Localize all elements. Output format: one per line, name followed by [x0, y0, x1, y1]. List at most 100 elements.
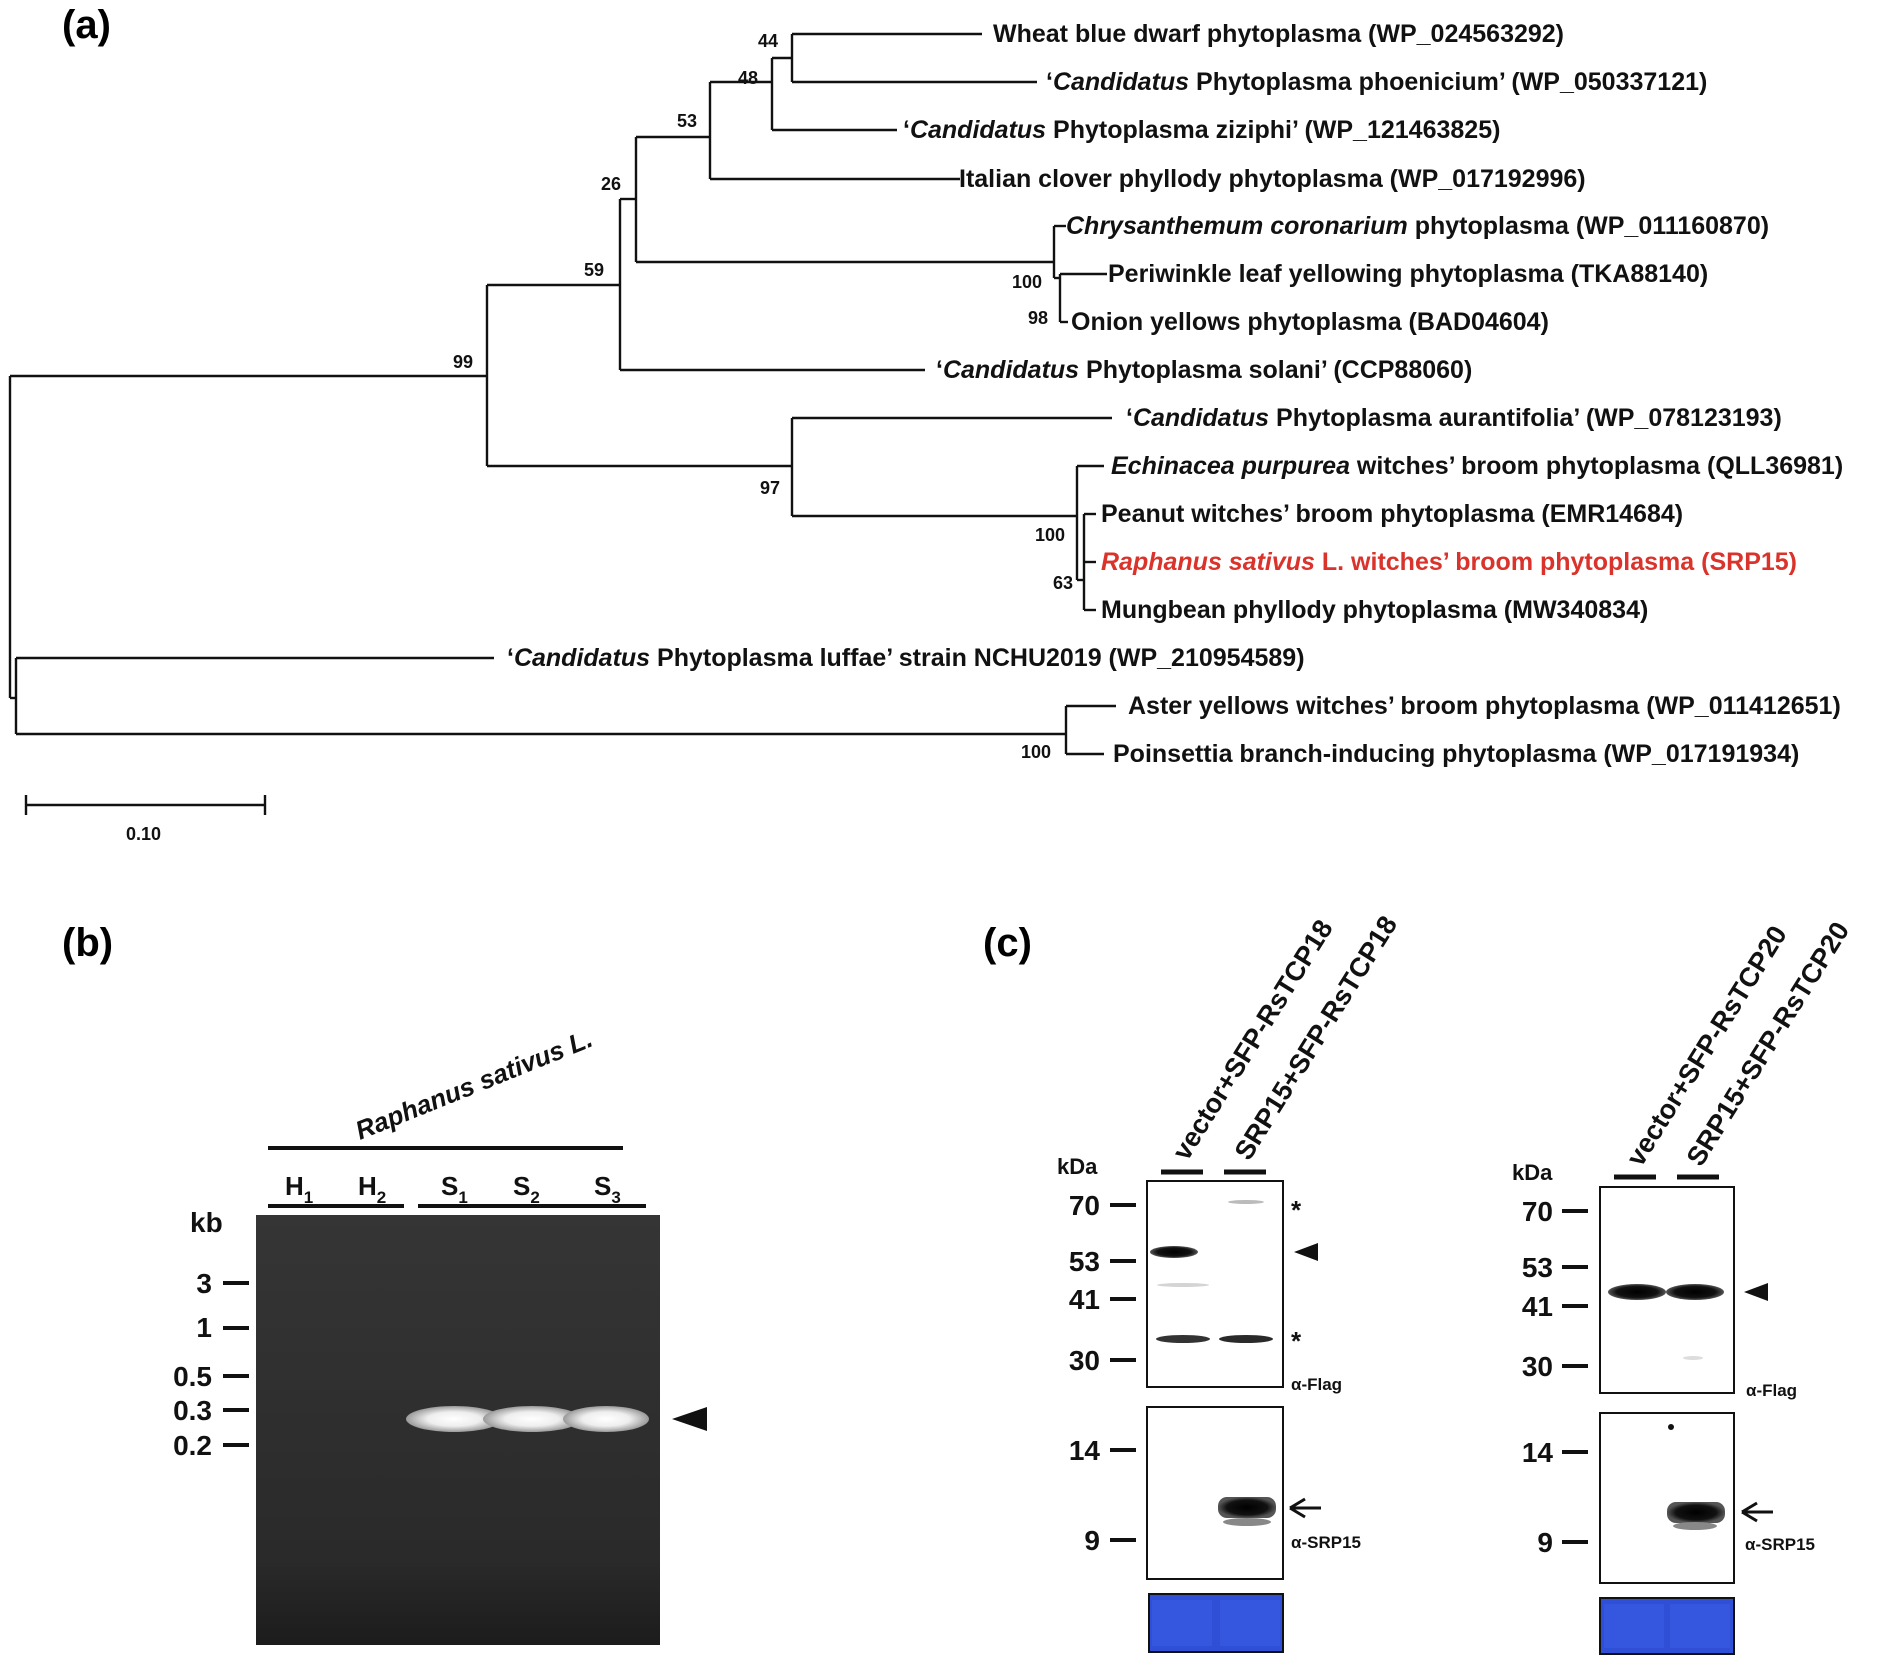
blot-marker-label: 9 — [1084, 1525, 1100, 1556]
blot-marker-label: 41 — [1069, 1284, 1100, 1315]
panel-c-label: (c) — [983, 921, 1032, 965]
antibody-label: α-Flag — [1291, 1375, 1342, 1394]
taxon-label-highlight: Raphanus sativus L. witches’ broom phyto… — [1101, 548, 1797, 576]
blot-marker-ticks — [1110, 1448, 1136, 1542]
bootstrap-value: 99 — [453, 352, 473, 372]
taxon-label: Peanut witches’ broom phytoplasma (EMR14… — [1101, 500, 1683, 528]
bootstrap-value: 63 — [1053, 573, 1073, 593]
taxon-label: Periwinkle leaf yellowing phytoplasma (T… — [1108, 260, 1708, 288]
size-markers: 3 1 0.5 0.3 0.2 — [173, 1268, 249, 1461]
loading-control-lane — [1152, 1600, 1212, 1646]
blot-marker-ticks — [1562, 1209, 1588, 1368]
bootstrap-value: 100 — [1021, 742, 1051, 762]
blot-faint-band — [1228, 1200, 1264, 1204]
lane-label: S2 — [513, 1171, 540, 1207]
blot-right: vector+SFP-RsTCP20 SRP15+SFP-RsTCP20 kDa… — [1512, 917, 1855, 1655]
blot-marker-label: 70 — [1522, 1196, 1553, 1227]
band-arrowhead-icon — [1294, 1243, 1318, 1261]
asterisk-marker: * — [1291, 1326, 1302, 1356]
taxon-label: Chrysanthemum coronarium phytoplasma (WP… — [1066, 212, 1769, 240]
taxon-label: ‘Candidatus Phytoplasma aurantifolia’ (W… — [1126, 404, 1782, 432]
blot-left: vector+SFP-RsTCP18 SRP15+SFP-RsTCP18 kDa… — [1057, 911, 1403, 1653]
size-marker-label: 0.2 — [173, 1430, 212, 1461]
taxon-labels: Wheat blue dwarf phytoplasma (WP_0245632… — [507, 20, 1843, 768]
antibody-label: α-SRP15 — [1291, 1533, 1361, 1552]
bootstrap-value: 98 — [1028, 308, 1048, 328]
loading-control-lane — [1220, 1600, 1280, 1646]
panel-c: (c) vector+SFP-RsTCP18 SRP15+SFP-RsTCP18… — [983, 911, 1855, 1655]
gel-band — [563, 1406, 649, 1432]
blot-marker-label: 53 — [1069, 1246, 1100, 1277]
blot-marker-label: 41 — [1522, 1291, 1553, 1322]
blot-marker-label: 53 — [1522, 1252, 1553, 1283]
bootstrap-value: 44 — [758, 31, 778, 51]
bootstrap-value: 97 — [760, 478, 780, 498]
gel-band — [483, 1406, 581, 1432]
taxon-label: ‘Candidatus Phytoplasma solani’ (CCP8806… — [936, 356, 1472, 384]
lane-labels: H1 H2 S1 S2 S3 — [285, 1171, 621, 1207]
size-marker-label: 0.5 — [173, 1361, 212, 1392]
bootstrap-values: 44 48 53 26 59 99 100 98 97 100 63 100 — [453, 31, 1073, 762]
lane-label: H2 — [358, 1171, 386, 1207]
taxon-label: Onion yellows phytoplasma (BAD04604) — [1071, 308, 1549, 336]
scale-bar: 0.10 — [24, 795, 267, 844]
blot-speck — [1668, 1424, 1674, 1430]
lane-label: S1 — [441, 1171, 468, 1207]
bootstrap-value: 26 — [601, 174, 621, 194]
scale-bar-line — [24, 795, 267, 815]
blot-band — [1156, 1335, 1210, 1343]
blot-marker-label: 30 — [1069, 1345, 1100, 1376]
loading-control-lane — [1604, 1604, 1664, 1648]
bootstrap-value: 100 — [1035, 525, 1065, 545]
panel-b: (b) Raphanus sativus L. H1 H2 S1 S2 S3 k… — [62, 921, 707, 1645]
taxon-label: ‘Candidatus Phytoplasma phoenicium’ (WP_… — [1046, 68, 1707, 96]
taxon-label: Italian clover phyllody phytoplasma (WP_… — [959, 165, 1586, 193]
blot-band — [1150, 1246, 1198, 1258]
taxon-label: ‘Candidatus Phytoplasma luffae’ strain N… — [507, 644, 1305, 672]
taxon-label: Mungbean phyllody phytoplasma (MW340834) — [1101, 596, 1648, 624]
panel-a: (a) — [8, 3, 1843, 844]
lane-label: H1 — [285, 1171, 313, 1207]
loading-control-lane — [1670, 1604, 1730, 1648]
taxon-label: Wheat blue dwarf phytoplasma (WP_0245632… — [993, 20, 1564, 48]
blot-marker-label: 14 — [1069, 1435, 1101, 1466]
blot-marker-ticks — [1562, 1450, 1588, 1544]
lane-label: S3 — [594, 1171, 621, 1207]
band-arrowhead-icon — [672, 1407, 707, 1431]
band-arrowhead-icon — [1744, 1283, 1768, 1301]
panel-a-label: (a) — [62, 3, 111, 47]
blot-unit-label: kDa — [1512, 1160, 1553, 1185]
size-marker-label: 3 — [196, 1268, 212, 1299]
blot-band-smear — [1223, 1518, 1271, 1526]
species-label: Raphanus sativus L. — [351, 1023, 597, 1146]
blot-marker-label: 70 — [1069, 1190, 1100, 1221]
blot-marker-label: 30 — [1522, 1351, 1553, 1382]
blot-band — [1218, 1497, 1276, 1518]
blot-band — [1666, 1284, 1724, 1300]
tree-branches — [8, 32, 1116, 756]
antibody-label: α-Flag — [1746, 1381, 1797, 1400]
gel-band — [406, 1406, 502, 1432]
panel-b-label: (b) — [62, 921, 113, 965]
taxon-label: Echinacea purpurea witches’ broom phytop… — [1111, 452, 1843, 480]
blot-faint-band — [1157, 1283, 1209, 1287]
blot-band — [1608, 1284, 1666, 1300]
taxon-label: Aster yellows witches’ broom phytoplasma… — [1128, 692, 1841, 720]
asterisk-marker: * — [1291, 1195, 1302, 1225]
bootstrap-value: 59 — [584, 260, 604, 280]
band-arrow-icon — [1289, 1497, 1321, 1519]
blot-band — [1667, 1502, 1725, 1523]
scale-bar-label: 0.10 — [126, 824, 161, 844]
taxon-label: ‘Candidatus Phytoplasma ziziphi’ (WP_121… — [903, 116, 1500, 144]
srp15-blot — [1599, 1412, 1735, 1584]
gel-unit-label: kb — [190, 1207, 223, 1238]
blot-faint-band — [1683, 1356, 1703, 1360]
blot-marker-label: 14 — [1522, 1437, 1554, 1468]
blot-band — [1219, 1335, 1273, 1343]
size-marker-label: 0.3 — [173, 1395, 212, 1426]
blot-unit-label: kDa — [1057, 1154, 1098, 1179]
srp15-blot — [1146, 1406, 1284, 1580]
size-marker-label: 1 — [196, 1312, 212, 1343]
blot-marker-ticks — [1110, 1203, 1136, 1362]
